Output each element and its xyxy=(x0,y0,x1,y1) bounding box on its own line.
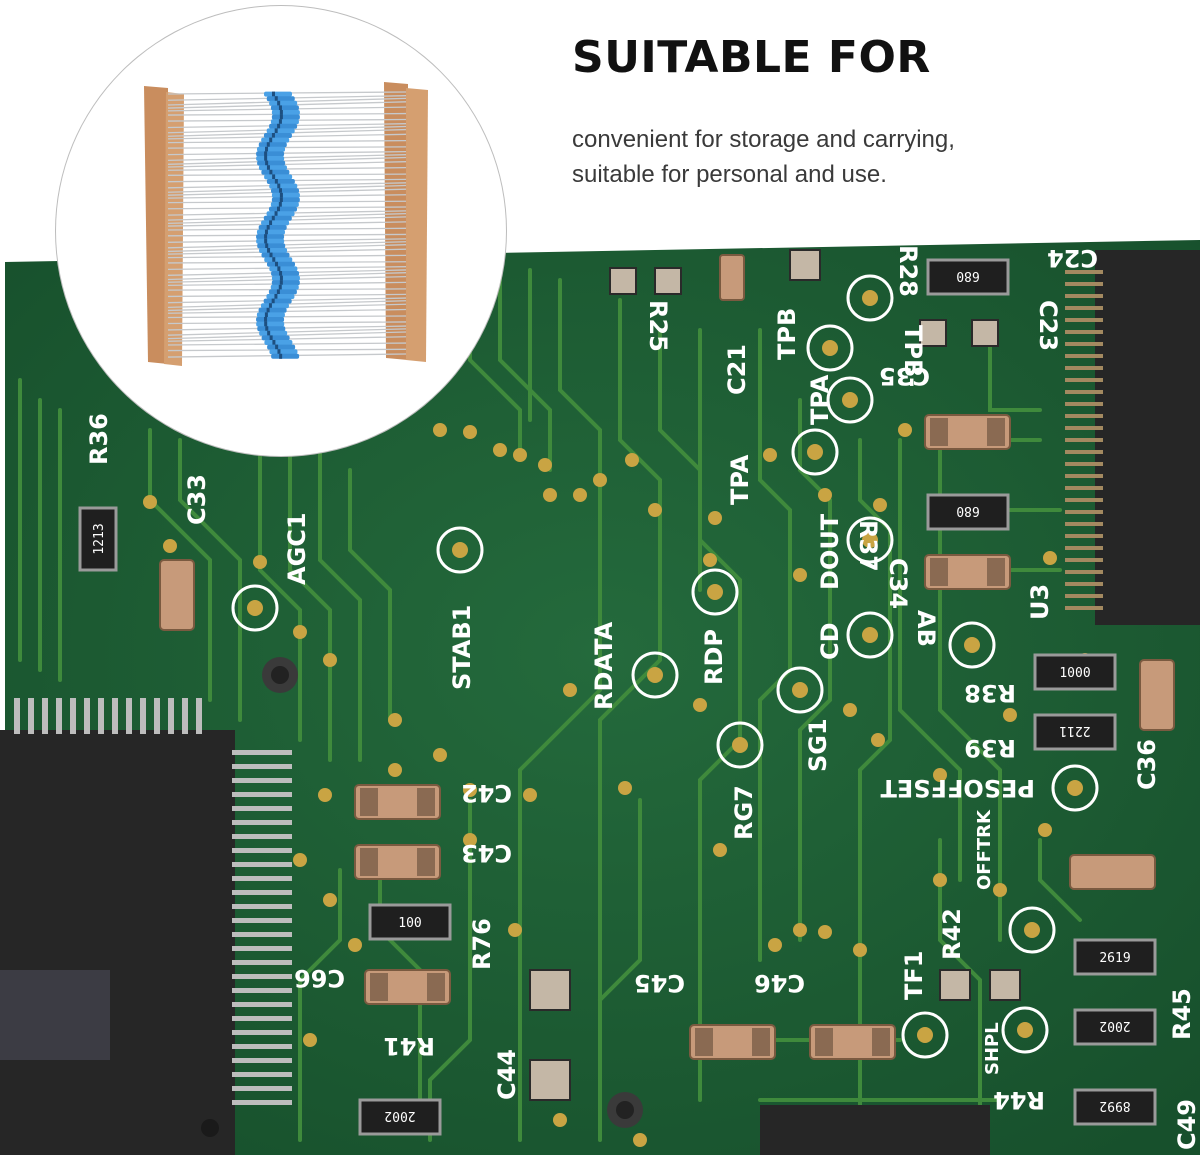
pcb-label: R45 xyxy=(1168,988,1196,1040)
pcb-label: C35 xyxy=(879,362,930,390)
pcb-label: R41 xyxy=(383,1032,435,1060)
chip-code: 8992 xyxy=(1099,1098,1130,1113)
chip-code: 100 xyxy=(398,916,421,931)
ic-chip-left xyxy=(0,698,292,1155)
chip-code: 2619 xyxy=(1099,951,1130,966)
pcb-pads xyxy=(529,249,1021,1101)
pcb-label: AB xyxy=(912,610,940,647)
pcb-label: C24 xyxy=(1047,244,1098,272)
chip-code: 2002 xyxy=(384,1108,415,1123)
pcb-label: SG1 xyxy=(804,718,832,772)
heading-title: SUITABLE FOR xyxy=(572,32,931,83)
pcb-label: U3 xyxy=(1026,584,1054,620)
pcb-label: R39 xyxy=(964,734,1016,762)
pcb-resistors xyxy=(78,258,1157,1136)
description-line: suitable for personal and use. xyxy=(572,161,887,188)
pcb-label: R76 xyxy=(468,918,496,970)
pcb-label: TF1 xyxy=(900,951,928,1000)
pcb-label: C45 xyxy=(634,969,685,997)
resistor-kit-inset xyxy=(56,6,506,456)
ic-chip-bottom xyxy=(760,1105,990,1155)
description: convenient for storage and carrying, sui… xyxy=(572,122,1092,192)
pcb-label: RG7 xyxy=(730,785,758,840)
pcb-label: C36 xyxy=(1133,739,1161,790)
pcb-label: C66 xyxy=(294,964,345,992)
pcb-label: R28 xyxy=(894,245,922,297)
pcb-label: RDATA xyxy=(590,621,618,710)
pcb-label: C23 xyxy=(1034,300,1062,351)
description-line: convenient for storage and carrying, xyxy=(572,126,955,153)
pcb-label: CD xyxy=(816,622,844,660)
pcb-label: C34 xyxy=(884,558,912,609)
chip-code: 1000 xyxy=(1059,666,1090,681)
pcb-label: R44 xyxy=(993,1086,1045,1114)
chip-code: 1213 xyxy=(92,523,107,554)
ic-chip-right xyxy=(1065,250,1200,625)
pcb-label: R38 xyxy=(964,679,1016,707)
pcb-label: RDP xyxy=(700,629,728,685)
chip-code: 2211 xyxy=(1059,723,1090,738)
pcb-label: C44 xyxy=(493,1049,521,1100)
pcb-mounting-holes xyxy=(262,657,643,1128)
pcb-capacitors xyxy=(159,254,1175,1060)
pcb-label: TPB xyxy=(773,308,801,360)
chip-code: 2002 xyxy=(1099,1018,1130,1033)
pcb-test-points xyxy=(231,274,1099,1059)
pcb-label: C43 xyxy=(461,839,512,867)
chip-code: 680 xyxy=(956,268,979,283)
pcb-label: OFFTRK xyxy=(974,809,995,890)
pcb-label: R25 xyxy=(644,300,672,352)
pcb-label: PESOFFSET xyxy=(880,774,1035,802)
chip-code: 680 xyxy=(956,503,979,518)
pcb-label: TPA xyxy=(726,454,754,505)
pcb-label: DOUT xyxy=(816,513,844,590)
pcb-label: C46 xyxy=(754,969,805,997)
pcb-label: TPA xyxy=(806,374,834,425)
pcb-label: C42 xyxy=(461,779,512,807)
pcb-vias xyxy=(143,423,1092,1147)
pcb-label: C33 xyxy=(183,474,211,525)
pcb-label: C21 xyxy=(723,344,751,395)
pcb-label: STAB1 xyxy=(448,605,476,690)
pcb-label: AGC1 xyxy=(283,512,311,585)
pcb-label: C49 xyxy=(1173,1099,1200,1150)
pcb-photo: 1213 680 680 1000 2211 2619 2002 8992 10… xyxy=(0,240,1200,1155)
pcb-label: R36 xyxy=(85,413,113,465)
pcb-label: R42 xyxy=(938,908,966,960)
pcb-label: TPB- xyxy=(899,325,927,387)
pcb-label: SHPL xyxy=(982,1022,1003,1075)
resistor-strip-image xyxy=(144,82,428,366)
pcb-label: R37 xyxy=(854,520,882,572)
